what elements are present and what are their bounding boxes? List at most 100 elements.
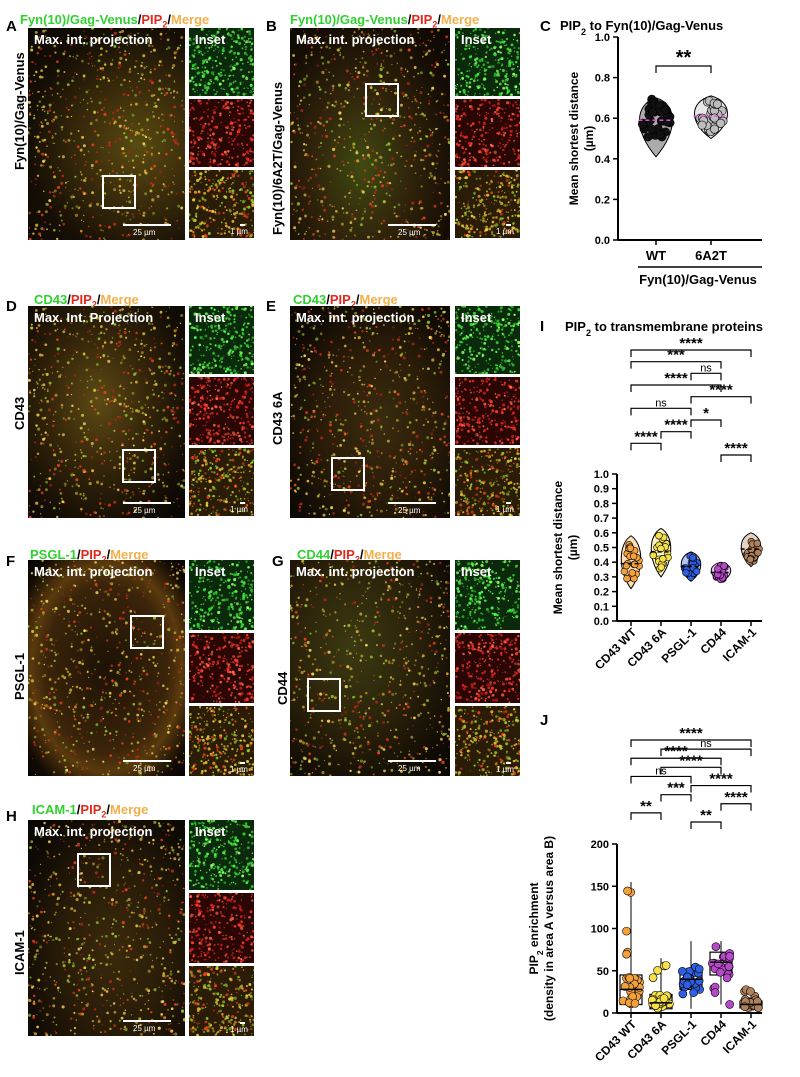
chart-J-data-point xyxy=(746,987,755,996)
chart-C-data-point xyxy=(655,130,665,140)
chart-J-data-point xyxy=(722,973,732,983)
chart-I-data-point xyxy=(655,532,663,540)
panel-B-inset-scale-bar xyxy=(506,224,511,226)
chart-C-y-label: (µm) xyxy=(582,126,596,152)
panel-H-inset-header: Inset xyxy=(195,824,226,839)
chart-I-sig-label: ns xyxy=(700,362,712,374)
panel-D-inset-scale-bar xyxy=(240,502,245,504)
chart-I-sig-label: **** xyxy=(664,417,688,434)
chart-I-sig-label: **** xyxy=(679,335,703,352)
chart-J-sig-bracket xyxy=(630,812,662,820)
chart-J-data-point xyxy=(694,964,704,974)
panel-B-inset-region-box xyxy=(365,83,399,117)
panel-G-inset-green: Inset xyxy=(455,560,520,630)
chart-J-data-point xyxy=(725,1000,734,1009)
chart-J-data-point xyxy=(659,994,669,1003)
panel-D-inset-region-box xyxy=(122,449,156,483)
chart-C-letter: C xyxy=(540,18,551,35)
chart-I-title: PIP2 to transmembrane proteins xyxy=(565,319,763,338)
chart-I-data-point xyxy=(746,555,755,564)
panel-A-scale-label: 25 µm xyxy=(133,228,156,237)
chart-J-y-label: (density in area A versus area B) xyxy=(542,836,556,1021)
chart-I-sig-label: **** xyxy=(724,440,748,457)
chart-J-data-point xyxy=(622,926,631,936)
chart-I-sig-bracket xyxy=(690,396,752,404)
chart-I-y-tick-label: 0.0 xyxy=(594,616,609,628)
chart-C-y-tick-label: 0.2 xyxy=(595,194,610,206)
chart-I-data-point xyxy=(657,563,665,571)
panel-G-title: CD44/PIP2/Merge xyxy=(297,547,402,565)
panel-B-scale-bar xyxy=(388,224,436,226)
panel-F-inset-scale-bar xyxy=(240,762,245,764)
panel-F-letter: F xyxy=(6,553,16,570)
chart-I-data-point xyxy=(682,569,690,577)
chart-I-sig-bracket xyxy=(630,407,692,416)
panel-E-title: CD43/PIP2/Merge xyxy=(293,292,398,310)
chart-C-y-tick-label: 1.0 xyxy=(595,32,610,44)
panel-E-inset-scale-bar xyxy=(506,502,511,504)
chart-I-x-tick-label: ICAM-1 xyxy=(720,625,759,664)
panel-H-inset-red xyxy=(189,893,254,963)
panel-G-image-header: Max. int. projection xyxy=(296,564,415,579)
panel-D-inset-header: Inset xyxy=(195,310,226,325)
panel-D-inset-merge: 1 µm xyxy=(189,448,254,516)
chart-I-y-tick-label: 0.8 xyxy=(594,498,609,510)
chart-I-sig-label: *** xyxy=(667,347,685,364)
chart-I-y-tick-label: 0.7 xyxy=(594,513,609,525)
chart-I-data-point xyxy=(657,544,665,553)
chart-J-y-tick-label: 0 xyxy=(603,1008,609,1020)
panel-H-inset-region-box xyxy=(77,853,111,887)
chart-I-data-point xyxy=(629,552,638,560)
panel-E-letter: E xyxy=(266,298,277,315)
panel-G-inset-merge: 1 µm xyxy=(455,706,520,776)
chart-C-y-tick-label: 0.8 xyxy=(595,73,610,85)
chart-I-data-point xyxy=(626,544,635,552)
panel-A-inset-merge: 1 µm xyxy=(189,170,254,238)
chart-I-data-point xyxy=(689,553,697,562)
panel-B-inset-red xyxy=(455,99,520,167)
chart-I-y-tick-label: 0.4 xyxy=(594,557,610,569)
panel-B-inset-green: Inset xyxy=(455,28,520,96)
panel-E-inset-region-box xyxy=(331,457,365,491)
chart-J-data-point xyxy=(754,1003,763,1012)
chart-C-data-point xyxy=(662,117,672,127)
panel-H-scale-bar xyxy=(123,1020,171,1022)
panel-G-letter: G xyxy=(272,553,284,570)
chart-J-x-tick-label: ICAM-1 xyxy=(720,1017,759,1056)
chart-J-sig-label: **** xyxy=(664,743,688,760)
chart-C-data-point xyxy=(660,105,670,115)
chart-C-data-point xyxy=(710,124,720,134)
chart-J-sig-bracket xyxy=(720,803,752,811)
chart-J-data-point xyxy=(682,980,692,990)
chart-J-sig-bracket xyxy=(660,794,692,802)
panel-H-letter: H xyxy=(6,808,17,825)
panel-A-image-header: Max. int. projection xyxy=(34,32,153,47)
chart-J-data-point xyxy=(713,959,723,969)
chart-I-data-point xyxy=(659,555,667,563)
chart-J-sig-label: **** xyxy=(724,789,748,806)
chart-I-y-label: (µm) xyxy=(566,535,580,561)
chart-I-sig-label: **** xyxy=(664,370,688,387)
panel-H-inset-green: Inset xyxy=(189,820,254,890)
panel-B-inset-scale-label: 1 µm xyxy=(496,227,514,236)
chart-C-data-point xyxy=(638,119,648,129)
panel-D-scale-bar xyxy=(123,502,171,504)
panel-A-inset-region-box xyxy=(102,175,136,209)
chart-J-sig-bracket xyxy=(690,784,752,793)
chart-I-y-label: Mean shortest distance xyxy=(551,480,565,614)
chart-C-y-tick-label: 0.0 xyxy=(595,235,610,247)
chart-J-data-point xyxy=(678,989,688,999)
chart-I-data-point xyxy=(720,562,728,570)
panel-E-inset-green: Inset xyxy=(455,306,520,374)
chart-J-data-point xyxy=(623,886,632,896)
chart-C-data-point xyxy=(643,132,653,142)
chart-J-sig-label: ns xyxy=(655,765,667,777)
panel-B-letter: B xyxy=(266,18,277,35)
panel-F-image-header: Max. int. projection xyxy=(34,564,153,579)
chart-C-data-point xyxy=(648,107,658,117)
chart-J-data-point xyxy=(678,967,687,976)
panel-E-image-header: Max. int. projection xyxy=(296,310,415,325)
